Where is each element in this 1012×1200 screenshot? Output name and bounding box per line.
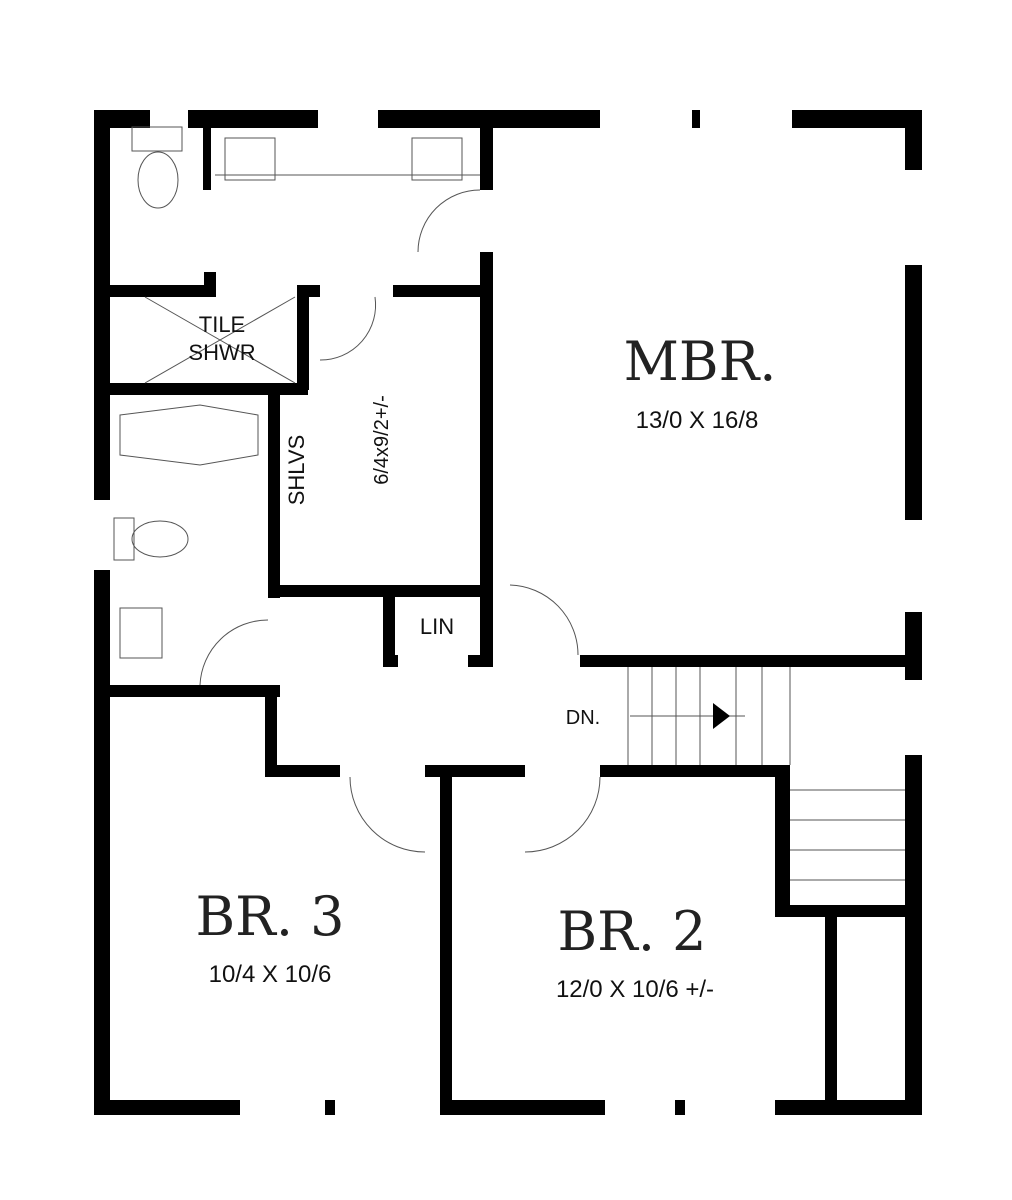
wall [792,110,922,128]
wall [108,1100,240,1115]
mbr-size: 13/0 X 16/8 [636,407,759,434]
wall [480,252,493,667]
shower-drain-lines [144,296,296,384]
wall [94,110,110,500]
linen-label: LIN [420,614,454,639]
wall [440,1100,605,1115]
shower-label-1: TILE [199,312,245,337]
wall [383,585,395,665]
toilet-icon [113,517,135,561]
bathtub-icon [119,404,259,466]
arrow-icon [713,703,730,729]
wall [692,110,700,128]
wall [383,655,398,667]
wall [94,110,150,128]
wall [425,765,525,777]
walls [94,110,922,1115]
door-swing [199,619,269,686]
wall [905,265,922,520]
wall [480,125,493,190]
wall [108,285,214,297]
wall [265,685,277,775]
wall [108,383,308,395]
wall [297,285,309,390]
wall [94,570,110,1115]
door-swing [417,189,481,253]
br3-size: 10/4 X 10/6 [209,961,332,988]
wall [905,755,922,1115]
door-swing [509,584,579,656]
br3-label: BR. 3 [195,885,344,948]
labels: MBR. 13/0 X 16/8 BR. 3 10/4 X 10/6 BR. 2… [188,312,776,1003]
wall [600,765,790,777]
br2-size: 12/0 X 10/6 +/- [556,976,714,1003]
wall [440,775,452,1115]
wall [203,125,211,190]
door-swing [349,776,426,853]
wall [905,612,922,680]
wall [108,685,280,697]
wall [905,110,922,170]
stairs [627,667,905,881]
toilet-bowl [137,151,179,209]
sink-icon [119,607,163,659]
wall [775,765,790,910]
wall [378,110,600,128]
wall [268,383,280,598]
shelves-label: SHLVS [284,435,309,506]
toilet-icon [131,126,183,152]
wall [325,1100,335,1115]
fixtures [113,126,905,881]
wall [393,285,488,297]
wall [825,905,837,1115]
door-swing [524,776,601,853]
door-swings [199,189,601,853]
closet-size: 6/4x9/2+/- [371,395,393,485]
door-swing [319,296,377,361]
br2-label: BR. 2 [557,900,706,963]
wall [204,272,216,297]
sink-icon [224,137,276,181]
sink-icon [411,137,463,181]
wall [775,1100,922,1115]
wall [268,585,488,597]
wall [775,905,920,917]
wall [188,110,318,128]
wall [675,1100,685,1115]
wall [468,655,493,667]
stairs-down-label: DN. [566,707,600,729]
mbr-label: MBR. [624,330,777,393]
wall [580,655,920,667]
wall [265,765,340,777]
toilet-bowl [131,520,189,558]
shower-label-2: SHWR [188,340,255,365]
